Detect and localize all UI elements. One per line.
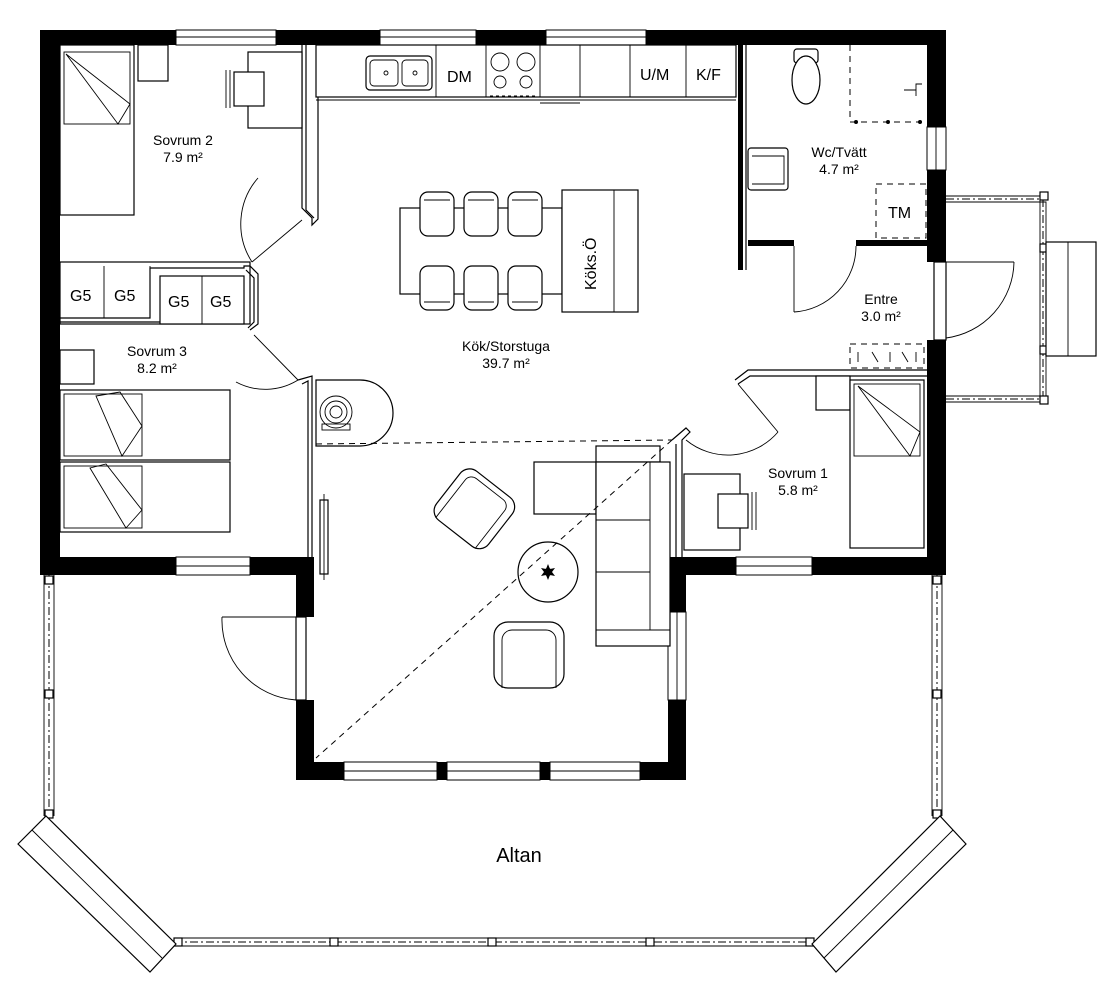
sovrum3-area: 8.2 m² xyxy=(137,360,177,376)
kok-area: 39.7 m² xyxy=(482,355,530,371)
entre-rack xyxy=(849,343,925,369)
ceiling-lines xyxy=(315,439,673,759)
sovrum2-name: Sovrum 2 xyxy=(153,132,213,148)
room-labels: Sovrum 2 7.9 m² Sovrum 3 8.2 m² Kök/Stor… xyxy=(127,132,901,867)
sovrum3-furniture xyxy=(59,349,231,533)
entre-area: 3.0 m² xyxy=(861,308,901,324)
sovrum1-furniture xyxy=(683,375,925,551)
entry-porch xyxy=(946,191,1097,405)
fireplace xyxy=(315,379,394,447)
windows xyxy=(175,29,947,781)
sovrum2-furniture xyxy=(59,44,303,216)
living-furniture xyxy=(319,445,671,689)
wc-name: Wc/Tvätt xyxy=(811,144,866,160)
kitchen-island-label: Köks.Ö xyxy=(582,238,600,290)
wardrobes: G5 G5 G5 G5 xyxy=(70,266,245,325)
wardrobe-label-4: G5 xyxy=(210,294,231,311)
altan-deck xyxy=(17,575,967,973)
altan-name: Altan xyxy=(496,845,542,867)
wardrobe-label-2: G5 xyxy=(114,288,135,305)
interior-walls xyxy=(59,45,928,557)
wardrobe-label-3: G5 xyxy=(168,294,189,311)
dining-table: Köks.Ö xyxy=(399,189,639,313)
sovrum1-area: 5.8 m² xyxy=(778,482,818,498)
kitchen-counter: DM U/M K/F xyxy=(315,44,737,104)
doors xyxy=(221,177,1015,701)
sovrum1-name: Sovrum 1 xyxy=(768,465,828,481)
wardrobe-label-1: G5 xyxy=(70,288,91,305)
oven-label: U/M xyxy=(640,67,669,84)
wc-area: 4.7 m² xyxy=(819,161,859,177)
fridge-label: K/F xyxy=(696,67,721,84)
bathroom-fixtures: TM xyxy=(747,45,927,239)
sovrum3-name: Sovrum 3 xyxy=(127,343,187,359)
sovrum2-area: 7.9 m² xyxy=(163,149,203,165)
washer-label: TM xyxy=(888,205,911,222)
entre-name: Entre xyxy=(864,291,898,307)
exterior-walls xyxy=(40,30,946,780)
kok-name: Kök/Storstuga xyxy=(462,338,550,354)
dishwasher-label: DM xyxy=(447,69,472,86)
